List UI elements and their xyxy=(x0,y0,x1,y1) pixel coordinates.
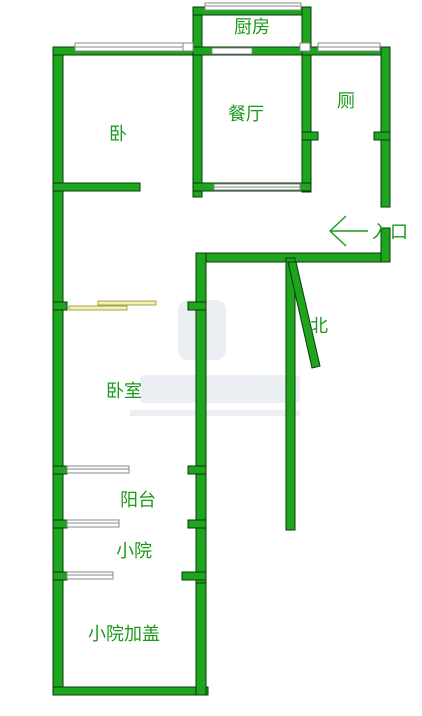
windows xyxy=(66,2,381,580)
label-yard-covered: 小院加盖 xyxy=(88,624,160,645)
label-toilet: 厕 xyxy=(337,91,355,112)
label-bedroom-2: 卧室 xyxy=(106,381,142,402)
label-yard: 小院 xyxy=(116,541,152,562)
label-balcony: 阳台 xyxy=(120,490,156,511)
label-kitchen: 厨房 xyxy=(234,17,270,38)
label-dining: 餐厅 xyxy=(228,104,264,125)
label-bedroom-1: 卧 xyxy=(109,124,127,145)
watermark xyxy=(130,300,300,416)
entrance-arrow-icon xyxy=(328,215,368,247)
window-dining-top xyxy=(211,47,253,55)
label-north: 北 xyxy=(310,316,328,337)
sliding-door xyxy=(68,300,157,311)
label-entrance: 入口 xyxy=(372,222,408,243)
